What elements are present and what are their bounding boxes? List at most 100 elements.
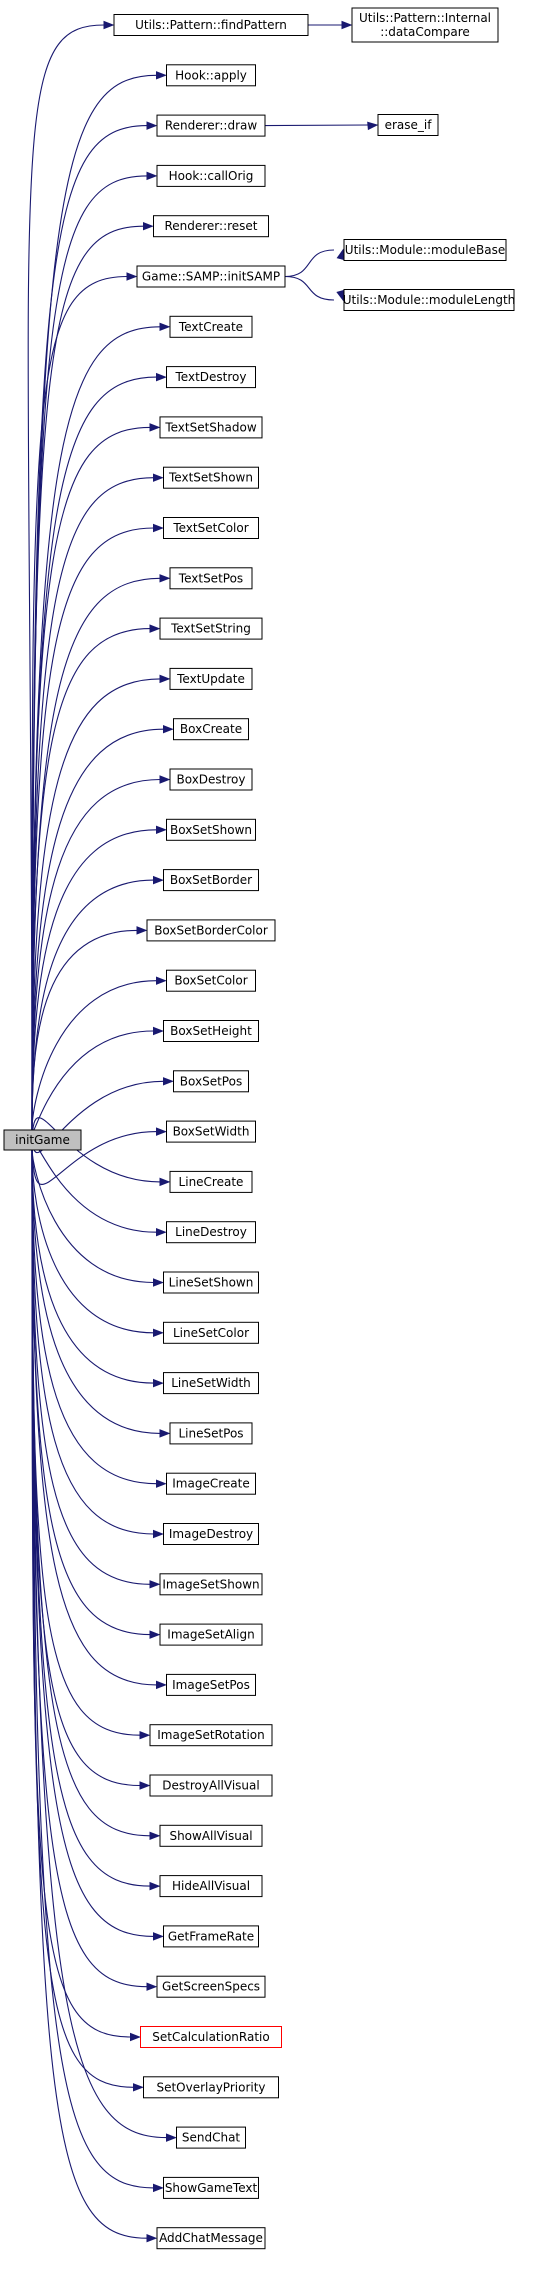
textdestroy-node-box[interactable] xyxy=(166,366,256,389)
node-boxsetwidth[interactable]: BoxSetWidth xyxy=(166,1120,256,1143)
node-addchatmessage[interactable]: AddChatMessage xyxy=(156,2227,266,2250)
hideallvisual-node-box[interactable] xyxy=(159,1875,263,1898)
setcalculationratio-node-box[interactable] xyxy=(140,2026,282,2048)
initsamp-node-box[interactable] xyxy=(136,265,286,288)
addchatmessage-node-box[interactable] xyxy=(156,2227,266,2250)
node-destroyallvisual[interactable]: DestroyAllVisual xyxy=(149,1774,273,1797)
linesetpos-node-box[interactable] xyxy=(169,1422,253,1445)
boxsetborder-node-box[interactable] xyxy=(163,869,259,892)
boxsetwidth-node-box[interactable] xyxy=(166,1120,256,1143)
linedestroy-node-box[interactable] xyxy=(166,1221,256,1244)
node-root[interactable]: initGame xyxy=(3,1129,82,1151)
boxsetcolor-node-box[interactable] xyxy=(166,969,256,992)
boxsetbordercolor-node-box[interactable] xyxy=(146,919,276,942)
erase-if-node-box[interactable] xyxy=(377,114,439,136)
node-hideallvisual[interactable]: HideAllVisual xyxy=(159,1875,263,1898)
node-textsetpos[interactable]: TextSetPos xyxy=(169,567,253,590)
sendchat-node-box[interactable] xyxy=(176,2126,246,2149)
datacompare-node-box[interactable] xyxy=(351,7,499,43)
boxsetpos-node-box[interactable] xyxy=(173,1070,249,1093)
node-renderer-reset[interactable]: Renderer::reset xyxy=(153,215,269,238)
node-linedestroy[interactable]: LineDestroy xyxy=(166,1221,256,1244)
imagedestroy-node-box[interactable] xyxy=(163,1523,259,1545)
linecreate-node-box[interactable] xyxy=(169,1170,253,1193)
node-imagesetalign[interactable]: ImageSetAlign xyxy=(159,1623,263,1646)
textupdate-node-box[interactable] xyxy=(169,667,253,690)
node-boxsetbordercolor[interactable]: BoxSetBorderColor xyxy=(146,919,276,942)
node-initsamp[interactable]: Game::SAMP::initSAMP xyxy=(136,265,286,288)
node-linecreate[interactable]: LineCreate xyxy=(169,1170,253,1193)
modulelength-node-box[interactable] xyxy=(343,289,515,311)
setoverlaypriority-node-box[interactable] xyxy=(143,2076,279,2099)
findpattern-node-box[interactable] xyxy=(113,14,309,36)
node-hook-apply[interactable]: Hook::apply xyxy=(166,64,256,87)
node-getscreenspecs[interactable]: GetScreenSpecs xyxy=(156,1975,266,1998)
node-boxsetpos[interactable]: BoxSetPos xyxy=(173,1070,249,1093)
modulebase-node-box[interactable] xyxy=(343,239,507,261)
node-modulelength[interactable]: Utils::Module::moduleLength xyxy=(343,289,516,311)
textsetshown-node-box[interactable] xyxy=(163,466,259,489)
node-renderer-draw[interactable]: Renderer::draw xyxy=(156,114,266,137)
node-boxsetshown[interactable]: BoxSetShown xyxy=(166,818,256,841)
showallvisual-node-box[interactable] xyxy=(159,1824,263,1847)
node-hook-callorig[interactable]: Hook::callOrig xyxy=(156,164,266,187)
boxsetshown-node-box[interactable] xyxy=(166,818,256,841)
linesetcolor-node-box[interactable] xyxy=(163,1321,259,1344)
node-boxdestroy[interactable]: BoxDestroy xyxy=(169,768,253,791)
node-linesetpos[interactable]: LineSetPos xyxy=(169,1422,253,1445)
node-imagedestroy[interactable]: ImageDestroy xyxy=(163,1523,259,1545)
node-showgametext[interactable]: ShowGameText xyxy=(163,2176,259,2199)
node-boxsetborder[interactable]: BoxSetBorder xyxy=(163,869,259,892)
node-textsetshown[interactable]: TextSetShown xyxy=(163,466,259,489)
root-node-box[interactable] xyxy=(3,1129,82,1151)
node-boxsetheight[interactable]: BoxSetHeight xyxy=(163,1020,259,1042)
node-textsetshadow[interactable]: TextSetShadow xyxy=(159,416,263,439)
imagesetpos-node-box[interactable] xyxy=(166,1673,256,1696)
renderer-reset-node-box[interactable] xyxy=(153,215,269,238)
boxcreate-node-box[interactable] xyxy=(173,718,249,741)
node-erase-if[interactable]: erase_if xyxy=(377,114,439,136)
imagesetrotation-node-box[interactable] xyxy=(149,1724,273,1747)
linesetshown-node-box[interactable] xyxy=(163,1271,259,1294)
linesetwidth-node-box[interactable] xyxy=(163,1372,259,1395)
node-textcreate[interactable]: TextCreate xyxy=(169,315,253,338)
node-textsetcolor[interactable]: TextSetColor xyxy=(163,517,259,539)
imagecreate-node-box[interactable] xyxy=(166,1472,256,1495)
node-imagesetrotation[interactable]: ImageSetRotation xyxy=(149,1724,273,1747)
node-sendchat[interactable]: SendChat xyxy=(176,2126,246,2149)
node-linesetcolor[interactable]: LineSetColor xyxy=(163,1321,259,1344)
boxdestroy-node-box[interactable] xyxy=(169,768,253,791)
textsetstring-node-box[interactable] xyxy=(159,617,263,640)
getframerate-node-box[interactable] xyxy=(163,1925,259,1948)
getscreenspecs-node-box[interactable] xyxy=(156,1975,266,1998)
textsetpos-node-box[interactable] xyxy=(169,567,253,590)
node-boxsetcolor[interactable]: BoxSetColor xyxy=(166,969,256,992)
textcreate-node-box[interactable] xyxy=(169,315,253,338)
node-linesetwidth[interactable]: LineSetWidth xyxy=(163,1372,259,1395)
textsetshadow-node-box[interactable] xyxy=(159,416,263,439)
boxsetheight-node-box[interactable] xyxy=(163,1020,259,1042)
node-boxcreate[interactable]: BoxCreate xyxy=(173,718,249,741)
imagesetshown-node-box[interactable] xyxy=(159,1573,263,1596)
imagesetalign-node-box[interactable] xyxy=(159,1623,263,1646)
node-textsetstring[interactable]: TextSetString xyxy=(159,617,263,640)
node-datacompare[interactable]: Utils::Pattern::Internal::dataCompare xyxy=(351,7,499,43)
renderer-draw-node-box[interactable] xyxy=(156,114,266,137)
node-getframerate[interactable]: GetFrameRate xyxy=(163,1925,259,1948)
node-findpattern[interactable]: Utils::Pattern::findPattern xyxy=(113,14,309,36)
textsetcolor-node-box[interactable] xyxy=(163,517,259,539)
node-modulebase[interactable]: Utils::Module::moduleBase xyxy=(343,239,507,261)
node-setcalculationratio[interactable]: SetCalculationRatio xyxy=(140,2026,282,2048)
node-showallvisual[interactable]: ShowAllVisual xyxy=(159,1824,263,1847)
node-textupdate[interactable]: TextUpdate xyxy=(169,667,253,690)
node-imagesetpos[interactable]: ImageSetPos xyxy=(166,1673,256,1696)
node-setoverlaypriority[interactable]: SetOverlayPriority xyxy=(143,2076,279,2099)
node-imagecreate[interactable]: ImageCreate xyxy=(166,1472,256,1495)
showgametext-node-box[interactable] xyxy=(163,2176,259,2199)
destroyallvisual-node-box[interactable] xyxy=(149,1774,273,1797)
hook-apply-node-box[interactable] xyxy=(166,64,256,87)
node-imagesetshown[interactable]: ImageSetShown xyxy=(159,1573,263,1596)
node-textdestroy[interactable]: TextDestroy xyxy=(166,366,256,389)
node-linesetshown[interactable]: LineSetShown xyxy=(163,1271,259,1294)
hook-callorig-node-box[interactable] xyxy=(156,164,266,187)
